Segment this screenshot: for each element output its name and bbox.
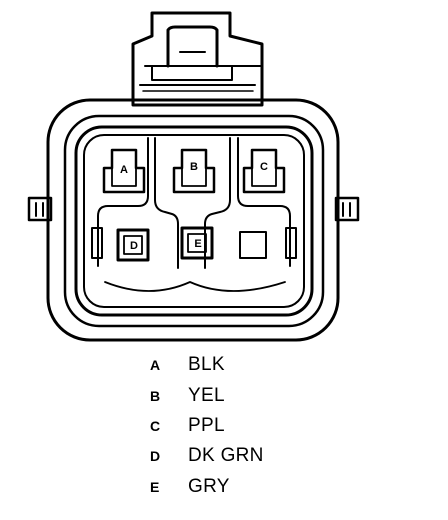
pin-b: B	[172, 148, 216, 194]
legend-wire-color: PPL	[188, 415, 225, 436]
side-notches	[91, 227, 297, 259]
legend-row: B YEL	[0, 384, 448, 408]
legend-wire-color: BLK	[188, 354, 225, 375]
legend-wire-color: YEL	[188, 385, 225, 406]
legend-row: A BLK	[0, 353, 448, 377]
pin-e: E	[180, 226, 214, 260]
legend-letter: B	[150, 388, 161, 404]
locking-tab	[131, 11, 264, 107]
legend-letter: E	[150, 479, 160, 495]
connector-housing	[46, 98, 340, 342]
legend-letter: D	[150, 448, 161, 464]
legend-row: C PPL	[0, 414, 448, 438]
empty-cavity	[239, 231, 267, 259]
legend-wire-color: DK GRN	[188, 445, 264, 466]
legend-row: E GRY	[0, 475, 448, 499]
right-ear	[334, 196, 360, 222]
legend-wire-color: GRY	[188, 476, 230, 497]
pin-c: C	[242, 148, 286, 194]
pin-label-d: D	[130, 240, 138, 252]
legend-letter: A	[150, 357, 161, 373]
pin-d: D	[116, 228, 150, 262]
legend-letter: C	[150, 418, 161, 434]
connector-diagram: A B C D E	[27, 11, 360, 342]
left-ear	[27, 196, 53, 222]
pin-label-c: C	[260, 161, 268, 173]
pin-label-e: E	[194, 238, 201, 250]
cavity-dividers	[97, 137, 291, 292]
legend-row: D DK GRN	[0, 444, 448, 468]
pin-label-b: B	[190, 161, 198, 173]
pin-label-a: A	[120, 164, 128, 176]
pin-a: A	[102, 148, 146, 194]
